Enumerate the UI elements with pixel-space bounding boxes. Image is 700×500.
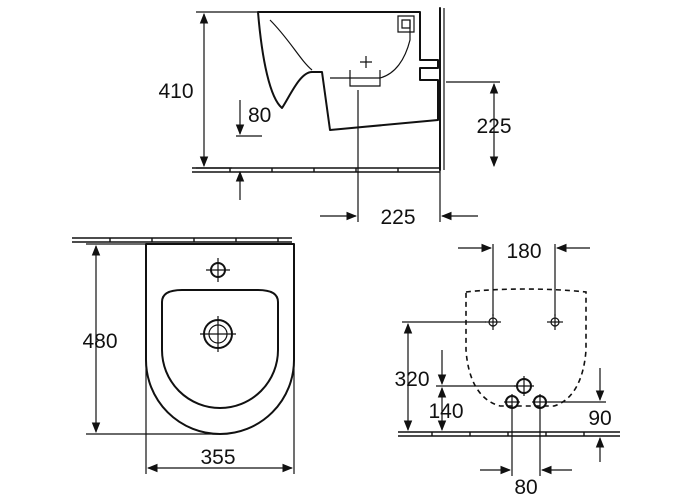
dim-355-label: 355: [200, 446, 235, 469]
dim-225h-label: 225: [380, 206, 415, 229]
fixing-bolt-left: [485, 314, 501, 330]
outlet-pipe: [349, 56, 381, 87]
tap-hole: [206, 258, 230, 282]
wall-line-top-view: [72, 237, 292, 243]
dim-180-label: 180: [506, 240, 541, 263]
bidet-outline: [145, 243, 295, 435]
dim-225v-label: 225: [476, 115, 511, 138]
floor-line: [192, 167, 440, 173]
dim-80-label: 80: [248, 104, 271, 127]
supply-circle-left: [504, 394, 520, 410]
inlet-fitting: [397, 15, 415, 33]
top-view: 480 355: [72, 237, 295, 474]
fixing-view: 180 320 140 90 80: [394, 240, 620, 499]
dim-140-label: 140: [428, 400, 463, 423]
side-view: 410 80 225 225: [158, 7, 512, 229]
dim-480-label: 480: [82, 330, 117, 353]
bowl-outline: [161, 289, 279, 409]
fixing-bolt-right: [547, 314, 563, 330]
dim-90-label: 90: [588, 407, 611, 430]
outlet-circle: [514, 376, 534, 396]
drain-hole: [200, 316, 236, 352]
bowl-inner: [269, 19, 411, 79]
supply-circle-right: [532, 394, 548, 410]
dim-410-label: 410: [158, 80, 193, 103]
dim-320-label: 320: [394, 368, 429, 391]
floor-line-fixing: [398, 431, 620, 437]
bidet-profile: [257, 11, 439, 131]
bidet-silhouette-dashed: [465, 288, 587, 407]
dim-80b-label: 80: [514, 476, 537, 499]
